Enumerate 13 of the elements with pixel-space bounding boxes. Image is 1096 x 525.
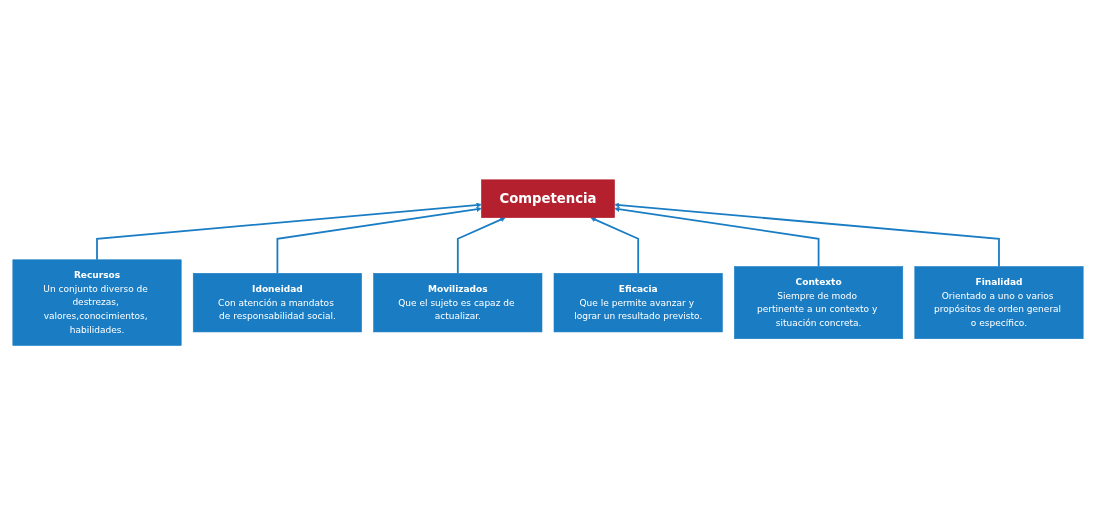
node-box: Eficacia Que le permite avanzar y lograr un resultado previsto.: [553, 272, 723, 333]
arrow: [276, 206, 482, 275]
arrow: [614, 206, 820, 268]
node-box: Recursos Un conjunto diverso de destrezas, valores,conocimientos, habilidades.: [12, 259, 182, 346]
arrow: [590, 217, 640, 275]
node-box: Idoneidad Con atención a mandatos de responsabilidad social.: [192, 272, 362, 333]
arrow: [614, 202, 1000, 268]
node-box: Movilizados Que el sujeto es capaz de actualizar.: [373, 272, 543, 333]
arrow: [96, 202, 482, 261]
node-box: Competencia: [481, 179, 615, 218]
arrow: [456, 217, 506, 275]
node-box: Contexto Siempre de modo pertinente a un contexto y situación concreta.: [734, 266, 904, 339]
node-box: Finalidad Orientado a uno o varios propósitos de orden general o específico.: [914, 266, 1084, 339]
